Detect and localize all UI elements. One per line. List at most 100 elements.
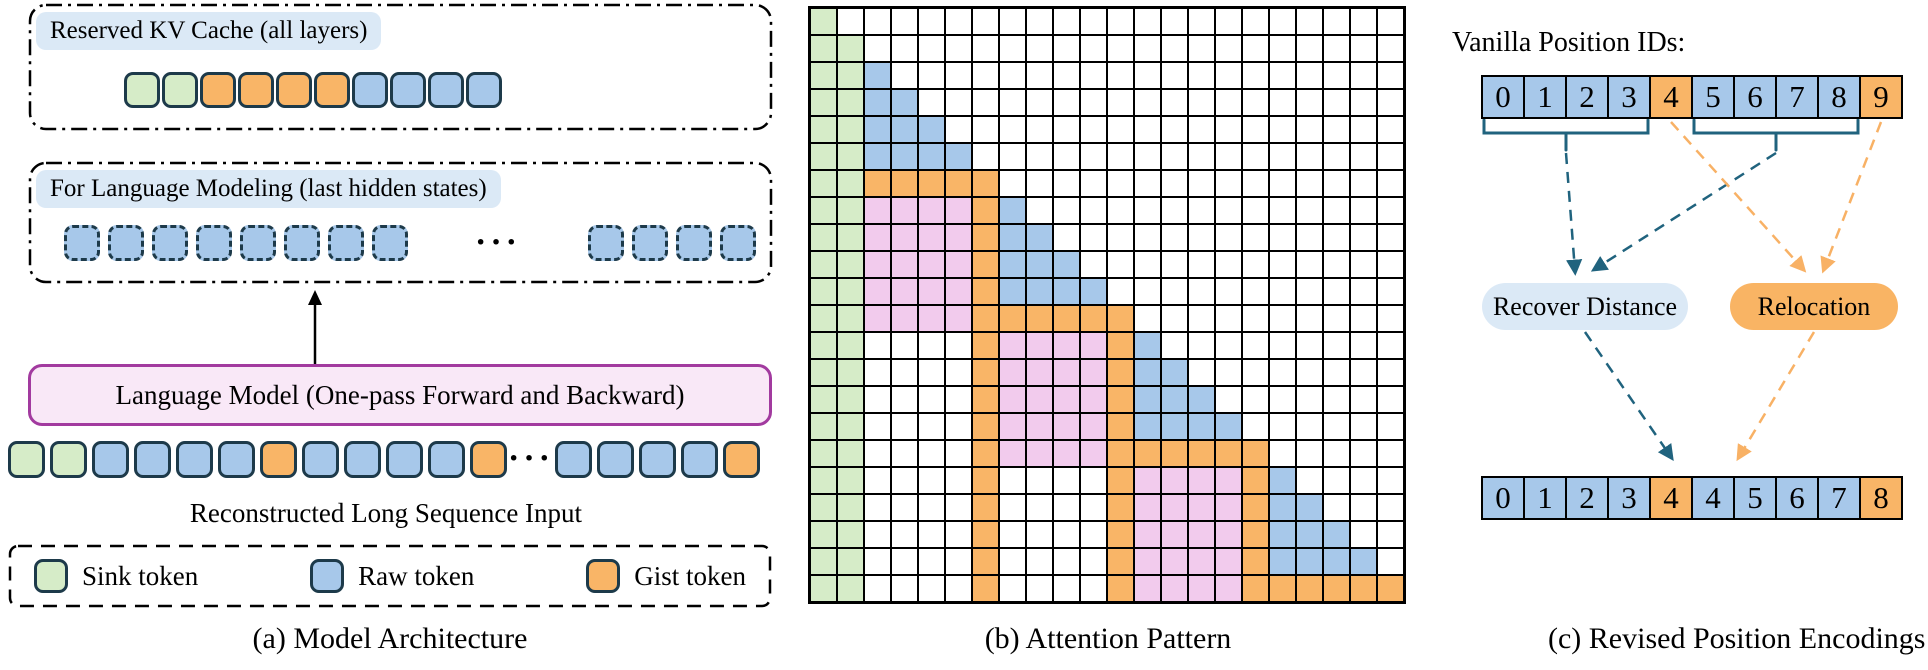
attention-cell xyxy=(811,549,836,574)
attention-cell xyxy=(1135,63,1160,88)
attention-cell xyxy=(919,468,944,493)
attention-cell xyxy=(1243,549,1268,574)
attention-cell xyxy=(1000,63,1025,88)
attention-cell xyxy=(1189,36,1214,61)
attention-cell xyxy=(973,522,998,547)
attention-cell xyxy=(892,576,917,601)
attention-cell xyxy=(811,90,836,115)
position-id-cell: 5 xyxy=(1733,476,1777,520)
attention-cell xyxy=(973,360,998,385)
attention-cell xyxy=(919,387,944,412)
attention-cell xyxy=(1081,522,1106,547)
attention-cell xyxy=(1135,549,1160,574)
attention-cell xyxy=(1162,441,1187,466)
attention-cell xyxy=(892,279,917,304)
legend-label: Raw token xyxy=(358,560,475,591)
attention-cell xyxy=(973,549,998,574)
attention-cell xyxy=(919,333,944,358)
attention-cell xyxy=(946,90,971,115)
ellipsis: ··· xyxy=(507,440,555,477)
model-output-arrowhead-icon xyxy=(308,290,322,305)
gist-token xyxy=(314,72,350,108)
attention-cell xyxy=(1162,522,1187,547)
attention-cell xyxy=(1054,387,1079,412)
attention-cell xyxy=(1000,252,1025,277)
attention-cell xyxy=(1243,198,1268,223)
raw-token xyxy=(466,72,502,108)
attention-cell xyxy=(865,522,890,547)
language-modeling-label-chip: For Language Modeling (last hidden state… xyxy=(36,170,501,208)
raw-token xyxy=(588,225,624,261)
attention-cell xyxy=(1297,198,1322,223)
attention-cell xyxy=(1378,9,1403,34)
kv-cache-dashdot-border xyxy=(28,3,773,131)
attention-cell xyxy=(1081,468,1106,493)
attention-cell xyxy=(1000,198,1025,223)
position-id-cell: 4 xyxy=(1649,75,1693,119)
attention-cell xyxy=(1270,90,1295,115)
attention-cell xyxy=(892,90,917,115)
attention-cell xyxy=(973,171,998,196)
position-id-cell: 0 xyxy=(1481,75,1525,119)
legend-label: Sink token xyxy=(82,560,199,591)
position-id-cell: 4 xyxy=(1691,476,1735,520)
attention-cell xyxy=(1108,252,1133,277)
gist-token xyxy=(260,440,297,478)
attention-cell xyxy=(1378,414,1403,439)
attention-cell xyxy=(1054,198,1079,223)
attention-cell xyxy=(919,36,944,61)
attention-cell xyxy=(1324,252,1349,277)
attention-cell xyxy=(1351,90,1376,115)
attention-cell xyxy=(1108,36,1133,61)
attention-cell xyxy=(892,360,917,385)
attention-cell xyxy=(946,468,971,493)
attention-cell xyxy=(1270,63,1295,88)
position-id-cell: 1 xyxy=(1523,75,1567,119)
attention-cell xyxy=(892,387,917,412)
attention-cell xyxy=(1351,63,1376,88)
attention-cell xyxy=(1243,9,1268,34)
attention-cell xyxy=(865,576,890,601)
attention-cell xyxy=(811,522,836,547)
attention-cell xyxy=(1000,279,1025,304)
attention-cell xyxy=(1135,414,1160,439)
attention-cell xyxy=(1351,252,1376,277)
attention-cell xyxy=(1324,9,1349,34)
legend-dashed-border xyxy=(8,544,772,608)
kv-cache-label-chip: Reserved KV Cache (all layers) xyxy=(36,12,382,50)
attention-cell xyxy=(1054,360,1079,385)
attention-cell xyxy=(1054,468,1079,493)
attention-cell xyxy=(1243,522,1268,547)
attention-cell xyxy=(1351,9,1376,34)
position-id-cell: 2 xyxy=(1565,75,1609,119)
attention-cell xyxy=(1297,387,1322,412)
attention-cell xyxy=(1162,279,1187,304)
attention-cell xyxy=(1297,90,1322,115)
gist-token xyxy=(586,559,621,593)
attention-cell xyxy=(946,198,971,223)
attention-cell xyxy=(946,495,971,520)
attention-cell xyxy=(865,171,890,196)
attention-cell xyxy=(1378,90,1403,115)
attention-cell xyxy=(838,198,863,223)
raw-token xyxy=(196,225,232,261)
attention-cell xyxy=(811,360,836,385)
attention-cell xyxy=(1378,117,1403,142)
attention-cell xyxy=(1162,36,1187,61)
attention-cell xyxy=(1216,117,1241,142)
attention-cell xyxy=(811,225,836,250)
attention-cell xyxy=(919,198,944,223)
legend-item-gist: Gist token xyxy=(586,559,746,593)
attention-cell xyxy=(1135,144,1160,169)
attention-cell xyxy=(1135,522,1160,547)
attention-cell xyxy=(1216,522,1241,547)
last-hidden-states-token-row: ··· xyxy=(64,224,756,262)
attention-cell xyxy=(1054,441,1079,466)
input-sequence-label: Reconstructed Long Sequence Input xyxy=(189,498,583,528)
attention-cell xyxy=(919,441,944,466)
attention-cell xyxy=(919,144,944,169)
language-model-block: Language Model (One-pass Forward and Bac… xyxy=(28,364,772,426)
attention-cell xyxy=(892,9,917,34)
attention-cell xyxy=(1108,90,1133,115)
